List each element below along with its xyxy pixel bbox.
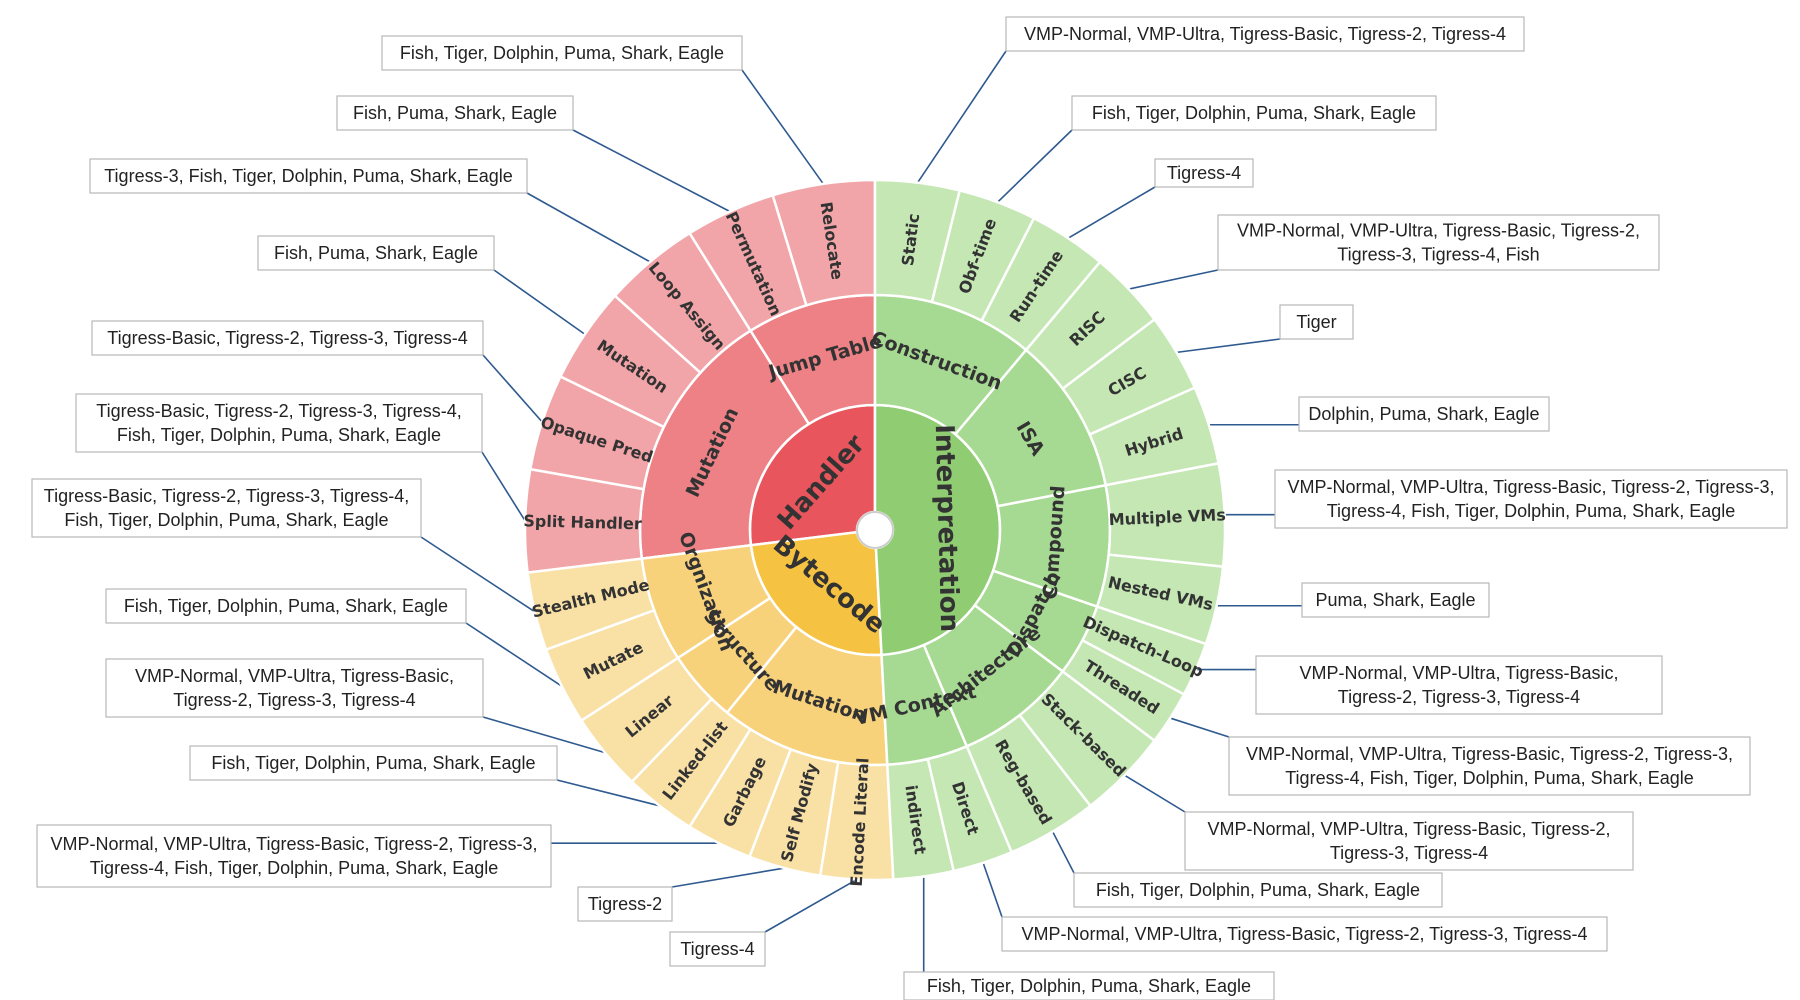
callout-text: Tigress-4, Fish, Tiger, Dolphin, Puma, S… <box>1285 768 1694 788</box>
leader-line-2 <box>526 192 651 263</box>
leader-line-6 <box>420 536 536 613</box>
leader-line-11 <box>671 867 785 888</box>
callout-text: VMP-Normal, VMP-Ultra, Tigress-Basic, <box>1299 663 1618 683</box>
leader-line-25 <box>997 129 1073 203</box>
callout-text: Tigress-Basic, Tigress-2, Tigress-3, Tig… <box>44 486 409 506</box>
callout-text: Tiger <box>1296 312 1336 332</box>
callout-box-12: Tigress-4 <box>669 931 766 967</box>
callout-text: VMP-Normal, VMP-Ultra, Tigress-Basic, Ti… <box>1237 221 1640 241</box>
callout-text: Puma, Shark, Eagle <box>1315 590 1475 610</box>
leader-line-23 <box>1128 269 1219 290</box>
callout-box-21: Dolphin, Puma, Shark, Eagle <box>1298 396 1550 432</box>
callout-text: VMP-Normal, VMP-Ultra, Tigress-Basic, <box>135 666 454 686</box>
leader-line-1 <box>572 129 731 213</box>
callout-text: VMP-Normal, VMP-Ultra, Tigress-Basic, Ti… <box>50 834 537 854</box>
callout-box-17: VMP-Normal, VMP-Ultra, Tigress-Basic, Ti… <box>1228 736 1751 796</box>
callout-text: VMP-Normal, VMP-Ultra, Tigress-Basic, Ti… <box>1207 819 1610 839</box>
callout-box-23: VMP-Normal, VMP-Ultra, Tigress-Basic, Ti… <box>1217 214 1660 271</box>
leader-line-4 <box>482 354 543 423</box>
leader-line-17 <box>1169 717 1230 738</box>
callout-box-19: Puma, Shark, Eagle <box>1301 582 1490 618</box>
callout-box-15: Fish, Tiger, Dolphin, Puma, Shark, Eagle <box>1073 872 1443 908</box>
callout-text: Fish, Puma, Shark, Eagle <box>274 243 478 263</box>
leader-line-3 <box>493 269 586 335</box>
callout-text: Tigress-3, Tigress-4, Fish <box>1337 245 1539 265</box>
callout-box-16: VMP-Normal, VMP-Ultra, Tigress-Basic, Ti… <box>1184 811 1634 871</box>
callout-text: VMP-Normal, VMP-Ultra, Tigress-Basic, Ti… <box>1246 744 1733 764</box>
callout-box-11: Tigress-2 <box>577 886 673 922</box>
callout-box-9: Fish, Tiger, Dolphin, Puma, Shark, Eagle <box>189 745 558 781</box>
center-hub <box>856 511 894 549</box>
leader-line-0 <box>741 69 824 185</box>
callout-text: Fish, Tiger, Dolphin, Puma, Shark, Eagle <box>1096 880 1420 900</box>
outer-label-5: Split Handler <box>523 511 642 533</box>
callout-text: Tigress-4, Fish, Tiger, Dolphin, Puma, S… <box>1327 501 1736 521</box>
callout-text: Tigress-4 <box>1167 163 1241 183</box>
leader-line-12 <box>764 878 858 933</box>
callout-leader-lines <box>420 50 1302 972</box>
callout-box-20: VMP-Normal, VMP-Ultra, Tigress-Basic, Ti… <box>1274 469 1788 529</box>
leader-line-9 <box>556 779 660 807</box>
callout-box-3: Fish, Puma, Shark, Eagle <box>257 235 495 271</box>
callout-text: Fish, Tiger, Dolphin, Puma, Shark, Eagle <box>400 43 724 63</box>
callout-text: VMP-Normal, VMP-Ultra, Tigress-Basic, Ti… <box>1024 24 1506 44</box>
callout-text: Fish, Tiger, Dolphin, Puma, Shark, Eagle <box>64 510 388 530</box>
callout-box-10: VMP-Normal, VMP-Ultra, Tigress-Basic, Ti… <box>36 824 552 888</box>
leader-line-15 <box>1051 831 1075 874</box>
leader-line-14 <box>982 862 1003 918</box>
inner-ring <box>748 403 1002 657</box>
outer-ring <box>523 178 1227 882</box>
callout-box-13: Fish, Tiger, Dolphin, Puma, Shark, Eagle <box>903 971 1275 1000</box>
callout-text: Fish, Tiger, Dolphin, Puma, Shark, Eagle <box>927 976 1251 996</box>
callout-text: Fish, Tiger, Dolphin, Puma, Shark, Eagle <box>211 753 535 773</box>
callout-box-18: VMP-Normal, VMP-Ultra, Tigress-Basic, Tig… <box>1255 655 1663 715</box>
callout-box-0: Fish, Tiger, Dolphin, Puma, Shark, Eagle <box>381 35 743 71</box>
callout-text: Tigress-3, Fish, Tiger, Dolphin, Puma, S… <box>104 166 513 186</box>
callout-text: VMP-Normal, VMP-Ultra, Tigress-Basic, Ti… <box>1287 477 1774 497</box>
callout-text: Tigress-Basic, Tigress-2, Tigress-3, Tig… <box>107 328 467 348</box>
callout-text: Fish, Tiger, Dolphin, Puma, Shark, Eagle <box>124 596 448 616</box>
callout-text: Tigress-4 <box>680 939 754 959</box>
leader-line-16 <box>1124 774 1186 813</box>
leader-line-7 <box>465 622 563 687</box>
callout-text: VMP-Normal, VMP-Ultra, Tigress-Basic, Ti… <box>1021 924 1587 944</box>
callout-box-7: Fish, Tiger, Dolphin, Puma, Shark, Eagle <box>105 588 467 624</box>
callout-text: Tigress-3, Tigress-4 <box>1330 843 1488 863</box>
leader-line-8 <box>482 716 606 754</box>
callout-text: Tigress-2, Tigress-3, Tigress-4 <box>173 690 415 710</box>
callout-box-25: Fish, Tiger, Dolphin, Puma, Shark, Eagle <box>1071 95 1437 131</box>
callout-text: Tigress-Basic, Tigress-2, Tigress-3, Tig… <box>96 401 461 421</box>
callout-box-2: Tigress-3, Fish, Tiger, Dolphin, Puma, S… <box>89 158 528 194</box>
leader-line-22 <box>1176 338 1281 354</box>
callout-box-6: Tigress-Basic, Tigress-2, Tigress-3, Tig… <box>31 478 422 538</box>
leader-line-5 <box>481 451 526 522</box>
callout-box-1: Fish, Puma, Shark, Eagle <box>336 95 574 131</box>
callout-box-26: VMP-Normal, VMP-Ultra, Tigress-Basic, Ti… <box>1005 16 1525 52</box>
callout-text: Tigress-2 <box>588 894 662 914</box>
callout-text: Fish, Puma, Shark, Eagle <box>353 103 557 123</box>
callout-text: Tigress-4, Fish, Tiger, Dolphin, Puma, S… <box>90 858 499 878</box>
callout-text: Fish, Tiger, Dolphin, Puma, Shark, Eagle <box>117 425 441 445</box>
outer-segment-26 <box>873 178 962 304</box>
callout-box-5: Tigress-Basic, Tigress-2, Tigress-3, Tig… <box>75 393 483 453</box>
callout-boxes: Fish, Tiger, Dolphin, Puma, Shark, Eagle… <box>31 16 1788 1000</box>
callout-text: Tigress-2, Tigress-3, Tigress-4 <box>1338 687 1580 707</box>
callout-box-24: Tigress-4 <box>1154 158 1254 188</box>
callout-text: Dolphin, Puma, Shark, Eagle <box>1308 404 1539 424</box>
callout-box-8: VMP-Normal, VMP-Ultra, Tigress-Basic, Tig… <box>105 658 484 718</box>
leader-line-26 <box>916 50 1007 184</box>
callout-box-14: VMP-Normal, VMP-Ultra, Tigress-Basic, Ti… <box>1001 916 1608 952</box>
callout-box-4: Tigress-Basic, Tigress-2, Tigress-3, Tig… <box>91 320 484 356</box>
leader-line-24 <box>1067 186 1156 239</box>
inner-label-2: Interpretation <box>929 424 964 633</box>
callout-text: Fish, Tiger, Dolphin, Puma, Shark, Eagle <box>1092 103 1416 123</box>
callout-box-22: Tiger <box>1279 304 1354 340</box>
